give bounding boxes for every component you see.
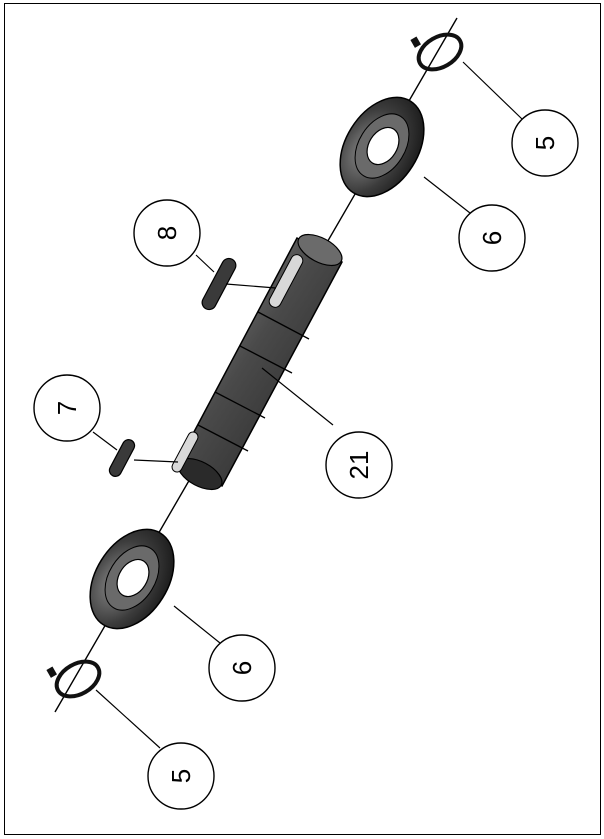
balloon-label: 6 xyxy=(227,661,257,675)
balloon-label: 5 xyxy=(166,769,196,783)
balloon-5-top: 5 xyxy=(511,109,579,177)
bearing-bottom xyxy=(89,528,175,630)
retaining-ring-bottom xyxy=(46,659,102,699)
balloon-21: 21 xyxy=(325,431,393,499)
bearing-top xyxy=(339,96,425,198)
leader-lines xyxy=(92,61,523,749)
balloon-label: 8 xyxy=(152,226,182,240)
balloon-5-bottom: 5 xyxy=(147,742,215,810)
balloon-label: 7 xyxy=(52,401,82,415)
balloon-label: 21 xyxy=(344,451,374,480)
retaining-ring-top xyxy=(410,32,464,72)
key-7 xyxy=(108,439,179,477)
balloon-label: 5 xyxy=(530,136,560,150)
balloon-6-top: 6 xyxy=(458,204,526,272)
balloon-7: 7 xyxy=(33,374,101,442)
key-8 xyxy=(201,257,277,311)
balloon-8: 8 xyxy=(133,199,201,267)
balloon-6-bottom: 6 xyxy=(208,634,276,702)
shaft xyxy=(171,233,344,491)
balloon-label: 6 xyxy=(477,231,507,245)
